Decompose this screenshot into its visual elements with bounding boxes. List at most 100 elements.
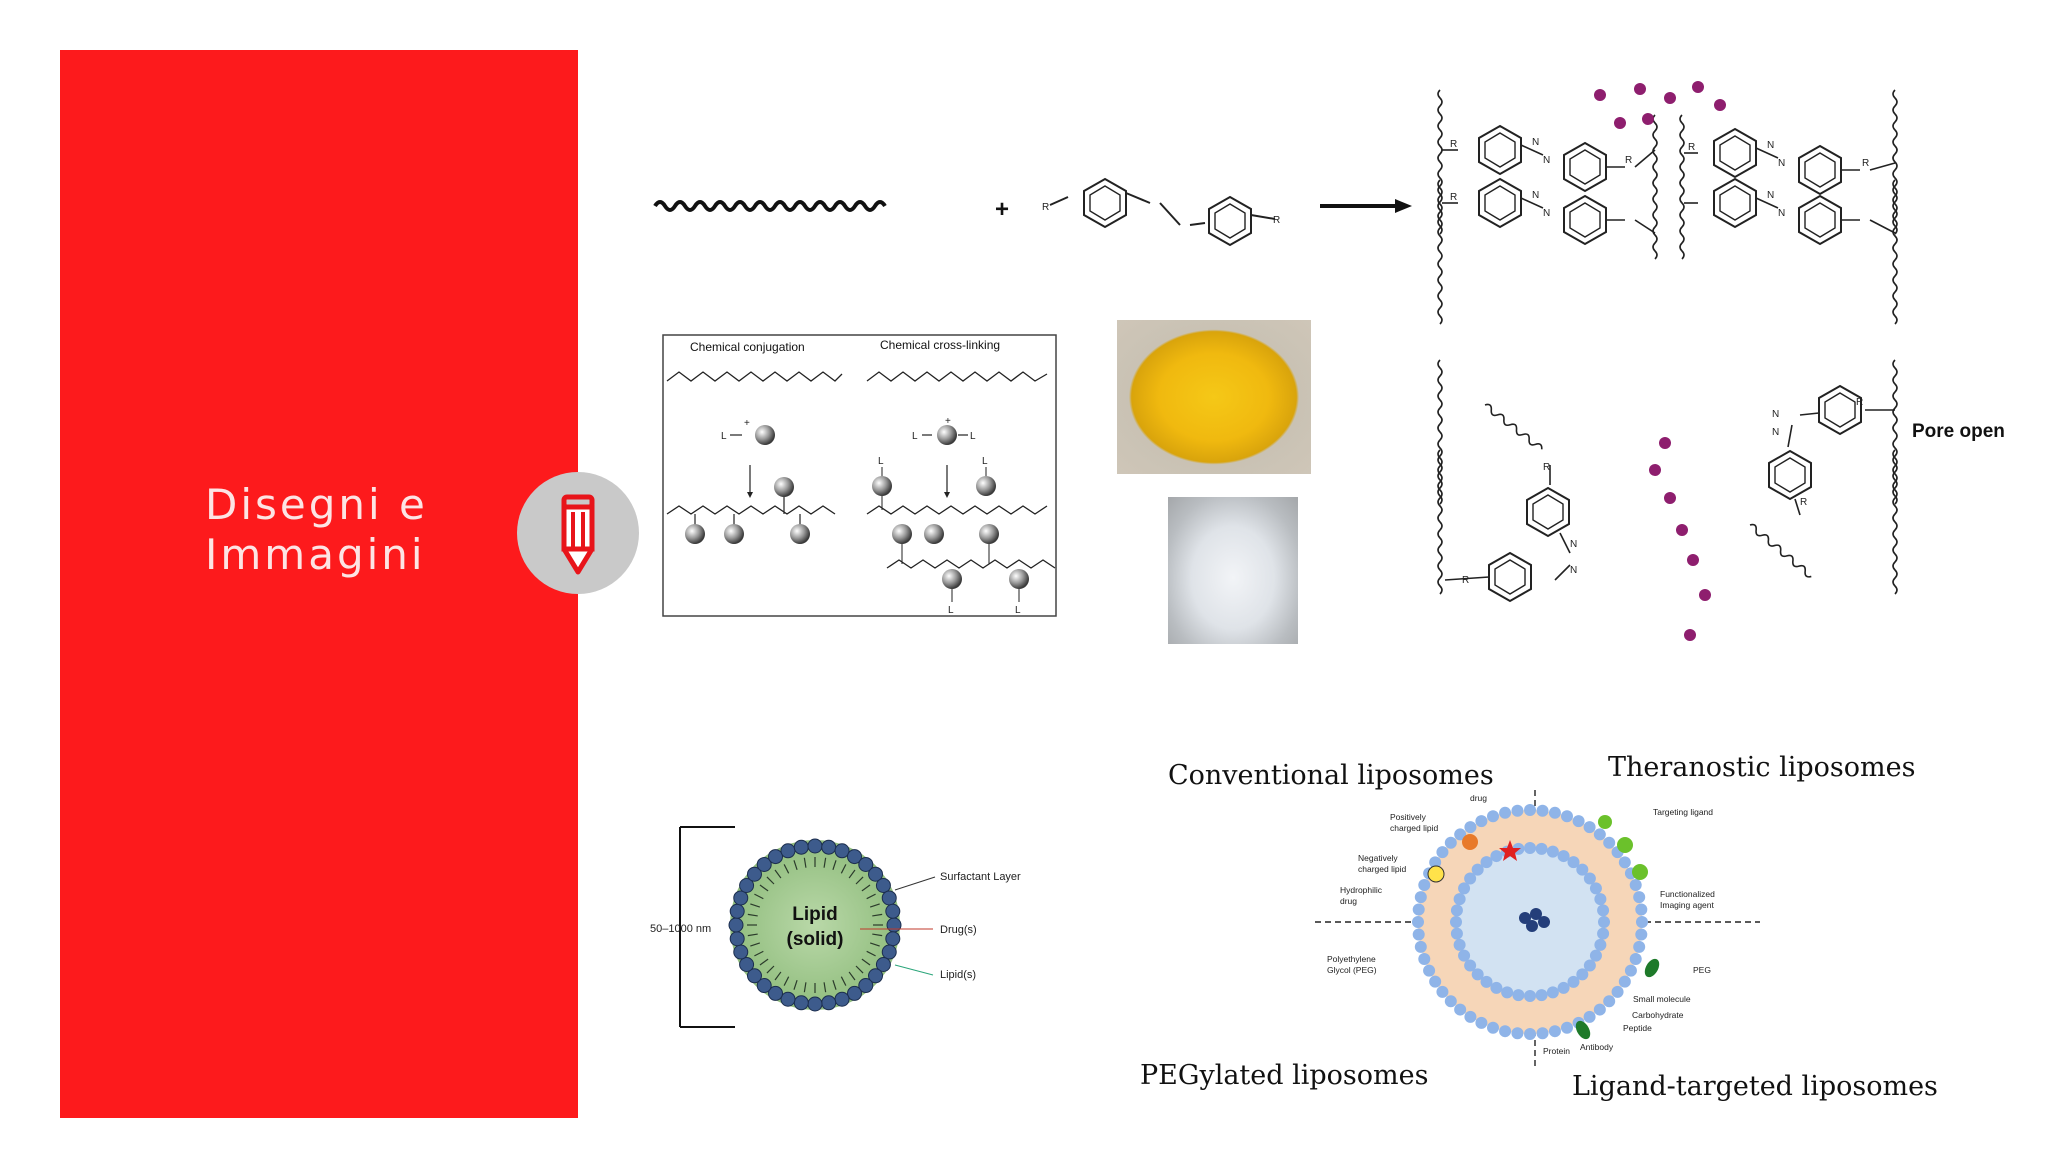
phospholipid-head [1480, 975, 1493, 988]
peg-glycol-text: Polyethylene [1327, 954, 1376, 964]
phospholipid-head [1557, 850, 1570, 863]
phospholipid-head [1583, 1010, 1596, 1023]
imaging-agent-text: Functionalized [1660, 889, 1715, 899]
ligand-attachments [1575, 958, 1660, 1040]
lipid-tail [774, 869, 782, 879]
phospholipid-head [1450, 904, 1463, 917]
phospholipid-head [1464, 821, 1477, 834]
svg-text:L: L [948, 605, 954, 616]
drug-text: drug [1470, 793, 1487, 803]
svg-text:R: R [1462, 575, 1469, 586]
surfactant-head [739, 957, 755, 972]
phospholipid-head [1633, 940, 1646, 953]
crosslinked-network-closed: N N N N N N N N R R R R R [1437, 89, 1898, 325]
lipid-tail [793, 979, 798, 990]
svg-text:N: N [1767, 140, 1774, 151]
positive-lipid-text: Positively [1390, 812, 1427, 822]
section-badge [517, 472, 639, 594]
svg-text:N: N [1532, 137, 1539, 148]
phospholipid-head [1576, 863, 1589, 876]
targeting-ligands [1598, 815, 1648, 880]
lipid-tail [750, 903, 761, 908]
surfactant-head [729, 931, 745, 947]
phospholipid-head [1548, 806, 1561, 819]
phospholipid-head [1583, 821, 1596, 834]
lipid-tail [754, 950, 764, 957]
surfactant-head [733, 944, 749, 960]
surfactant-head [847, 849, 862, 865]
phospholipid-head [1414, 891, 1427, 904]
phospholipid-head [1618, 856, 1631, 869]
surfactant-head [875, 878, 891, 893]
phospholipid-head [1629, 952, 1642, 965]
phospholipid-head [1412, 916, 1424, 928]
antibody-text: Antibody [1580, 1042, 1614, 1052]
phospholipid-head [1546, 845, 1559, 858]
svg-text:R: R [1688, 142, 1695, 153]
surfactant-head [821, 839, 837, 855]
surfactant-head [868, 866, 884, 882]
lipid-tail [840, 976, 847, 986]
lipid-tail [783, 864, 790, 874]
azo-hydrogel-diagram: + R R [653, 81, 2005, 641]
svg-text:R: R [1273, 215, 1280, 226]
lipid-tail [754, 893, 764, 900]
surfactant-head [768, 849, 783, 865]
surfactant-head [821, 995, 837, 1011]
phospholipid-head [1499, 806, 1512, 819]
surfactant-head [885, 903, 901, 919]
phospholipid-head [1593, 1003, 1606, 1016]
phospholipid-head [1603, 836, 1616, 849]
lipid-tail [848, 971, 856, 981]
ligand-targeted-liposomes-label: Ligand-targeted liposomes [1572, 1071, 1938, 1102]
solid-lipid-nanoparticle-diagram: 50–1000 nm Lipid (solid) Surfactant Laye… [650, 826, 1021, 1028]
yellow-hydrogel-photo [1117, 320, 1311, 474]
phospholipid-head [1429, 856, 1442, 869]
svg-text:R: R [1862, 158, 1869, 169]
phospholipid-head [1475, 815, 1488, 828]
svg-text:L: L [1015, 605, 1021, 616]
phospholipid-head [1560, 810, 1573, 823]
phospholipid-head [1597, 927, 1610, 940]
phospholipid-head [1450, 916, 1462, 928]
surfactant-head [739, 878, 755, 893]
svg-text:R: R [1625, 155, 1632, 166]
phospholipid-head [1511, 1027, 1524, 1040]
surfactant-head [847, 985, 862, 1001]
svg-text:Imaging agent: Imaging agent [1660, 900, 1715, 910]
azobenzene-monomer: R R [1042, 178, 1280, 246]
phospholipid-head [1458, 882, 1471, 895]
svg-text:N: N [1778, 208, 1785, 219]
slide-title: Disegni e Immagini [205, 480, 565, 580]
phospholipid-head [1414, 940, 1427, 953]
surfactant-head [756, 856, 772, 872]
phospholipid-head [1480, 856, 1493, 869]
svg-text:N: N [1772, 409, 1779, 420]
svg-text:N: N [1543, 155, 1550, 166]
surfactant-head [858, 856, 874, 872]
polymer-chain [653, 200, 887, 212]
peptide-text: Peptide [1623, 1023, 1652, 1033]
phospholipid-head [1589, 949, 1602, 962]
phospholipid-head [1535, 842, 1548, 855]
surfactant-head [756, 978, 772, 994]
phospholipid-head [1629, 879, 1642, 892]
phospholipid-head [1512, 989, 1525, 1002]
surfactant-head [834, 843, 850, 859]
pencil-icon [561, 494, 595, 575]
lipid-tail [759, 884, 769, 892]
phospholipid-head [1436, 846, 1449, 859]
phospholipid-head [1535, 989, 1548, 1002]
pore-open-label: Pore open [1912, 421, 2005, 442]
crosslinking-title: Chemical cross-linking [880, 338, 1000, 352]
svg-text:drug: drug [1340, 896, 1357, 906]
phospholipid-head [1458, 949, 1471, 962]
svg-text:+: + [945, 416, 951, 427]
core-label-line1: Lipid [792, 904, 837, 925]
phospholipid-head [1412, 928, 1425, 941]
size-label: 50–1000 nm [650, 923, 711, 935]
lipid-tail [855, 965, 864, 974]
svg-text:L: L [982, 456, 988, 467]
svg-text:L: L [878, 456, 884, 467]
phospholipid-head [1423, 964, 1436, 977]
